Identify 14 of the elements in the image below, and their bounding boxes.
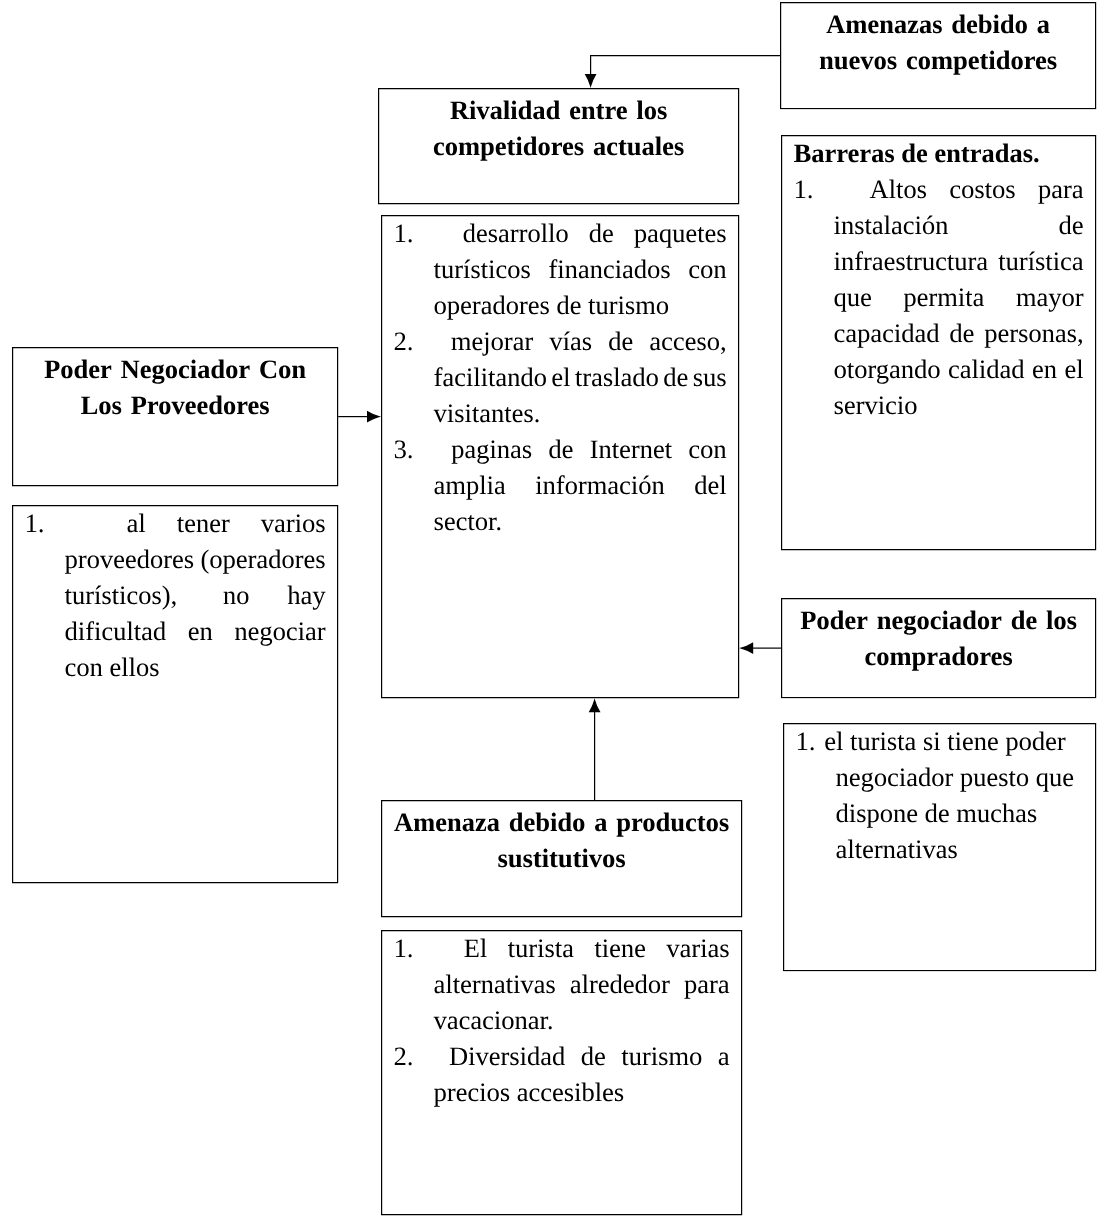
list-box: 1. al tener varios proveedores (operadores turísticos), no hay dificultad en negociar con ellos [12, 505, 339, 884]
list-box: 1. desarrollo de paquetes turísticos financiados con operadores de turismo 2. mejorar vías de acceso, facilitando el traslado de sus visitantes. 3. paginas de Internet con amplia información del sector. [381, 215, 740, 699]
list-box: Barreras de entradas. 1. Altos costos para instalación de infraestructura turística que permita mayor capacidad de personas, otorgando calidad en el servicio [781, 135, 1097, 551]
list-box: 1. El turista tiene varias alternativas alrededor para vacacionar. 2. Diversidad de turismo a precios accesibles [381, 930, 743, 1216]
arrow [585, 55, 781, 87]
heading-box: Poder negociador de los compradores [781, 598, 1097, 699]
heading-box: Rivalidad entre los competidores actuales [378, 88, 740, 205]
heading-box: Poder Negociador Con Los Proveedores [12, 347, 339, 487]
arrow [589, 699, 601, 801]
arrow [740, 642, 782, 654]
list-box: 1. el turista si tiene poder negociador puesto que dispone de muchas alternativas [783, 723, 1097, 972]
arrow [337, 411, 380, 423]
heading-box: Amenazas debido a nuevos competidores [780, 2, 1097, 110]
heading-box: Amenaza debido a productos sustitutivos [381, 800, 743, 918]
